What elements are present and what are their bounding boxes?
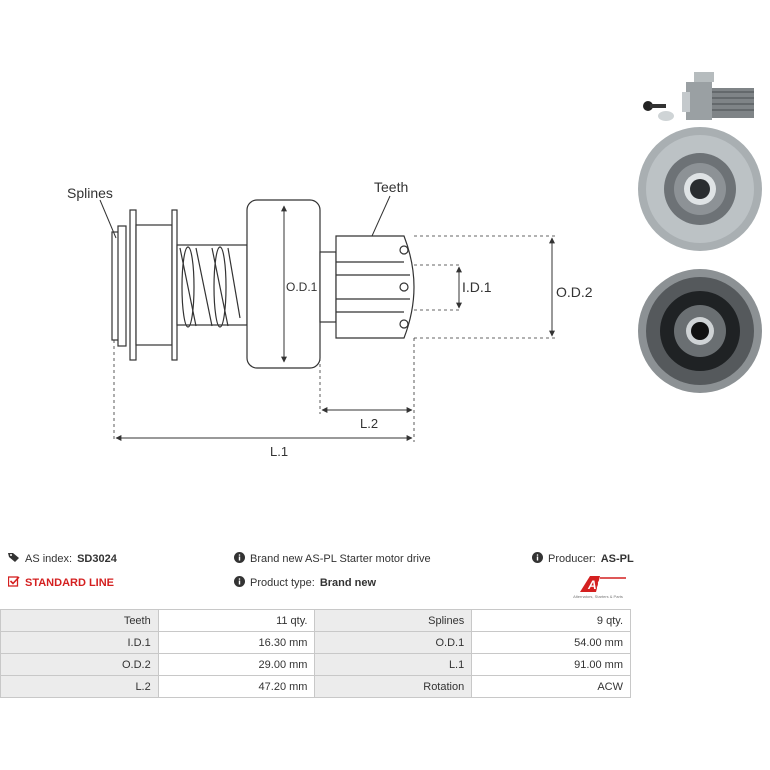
product-rear-photo — [638, 269, 762, 393]
product-front-photo — [638, 127, 762, 251]
as-index: AS index: SD3024 — [8, 552, 117, 566]
product-type: Product type: Brand new — [234, 576, 376, 590]
teeth-label: Teeth — [374, 179, 408, 195]
spec-label: L.2 — [0, 675, 159, 698]
spec-label: I.D.1 — [0, 631, 159, 654]
tag-icon — [8, 552, 20, 566]
technical-drawing: Splines Teeth O.D.1 I.D.1 O.D.2 L.2 L.1 — [67, 179, 593, 459]
spec-label: L.1 — [314, 653, 473, 676]
table-row: Teeth 11 qty. Splines 9 qty. — [0, 609, 631, 632]
description-text: Brand new AS-PL Starter motor drive — [250, 553, 431, 565]
description: Brand new AS-PL Starter motor drive — [234, 552, 431, 566]
spec-value: 11 qty. — [157, 609, 316, 632]
checkbox-icon — [7, 576, 20, 590]
spec-label: Rotation — [314, 675, 473, 698]
splines-label: Splines — [67, 185, 113, 201]
table-row: O.D.2 29.00 mm L.1 91.00 mm — [0, 653, 631, 676]
product-type-label: Product type: — [250, 577, 315, 589]
spec-label: O.D.1 — [314, 631, 473, 654]
product-type-value: Brand new — [319, 577, 377, 589]
spec-value: 16.30 mm — [157, 631, 316, 654]
as-index-label: AS index: — [25, 553, 73, 565]
od1-label: O.D.1 — [286, 280, 318, 294]
as-index-value: SD3024 — [77, 553, 117, 565]
spec-value: ACW — [471, 675, 631, 698]
spec-label: Teeth — [0, 609, 159, 632]
standard-line-label: STANDARD LINE — [25, 577, 115, 589]
spec-value: 29.00 mm — [157, 653, 316, 676]
id1-label: I.D.1 — [462, 279, 492, 295]
as-pl-logo: AS Alternators, Starters & Parts — [566, 574, 630, 602]
l1-label: L.1 — [270, 444, 288, 459]
logo-text: AS — [587, 578, 605, 592]
table-row: I.D.1 16.30 mm O.D.1 54.00 mm — [0, 631, 631, 654]
od2-label: O.D.2 — [556, 284, 593, 300]
product-photos — [638, 72, 762, 393]
spec-label: O.D.2 — [0, 653, 159, 676]
standard-line: STANDARD LINE — [7, 576, 115, 590]
logo-tagline: Alternators, Starters & Parts — [573, 594, 623, 599]
table-row: L.2 47.20 mm Rotation ACW — [0, 675, 631, 698]
spec-value: 91.00 mm — [471, 653, 631, 676]
spec-value: 47.20 mm — [157, 675, 316, 698]
info-icon — [234, 576, 245, 590]
info-icon — [532, 552, 543, 566]
specs-table: Teeth 11 qty. Splines 9 qty. I.D.1 16.30… — [0, 609, 631, 698]
producer-value: AS-PL — [600, 553, 634, 565]
spec-value: 54.00 mm — [471, 631, 631, 654]
spec-value: 9 qty. — [471, 609, 631, 632]
product-info: AS index: SD3024 Brand new AS-PL Starter… — [0, 552, 770, 602]
l2-label: L.2 — [360, 416, 378, 431]
info-icon — [234, 552, 245, 566]
spec-label: Splines — [314, 609, 473, 632]
producer: Producer: AS-PL — [532, 552, 634, 566]
product-side-photo — [643, 72, 754, 121]
producer-label: Producer: — [548, 553, 596, 565]
